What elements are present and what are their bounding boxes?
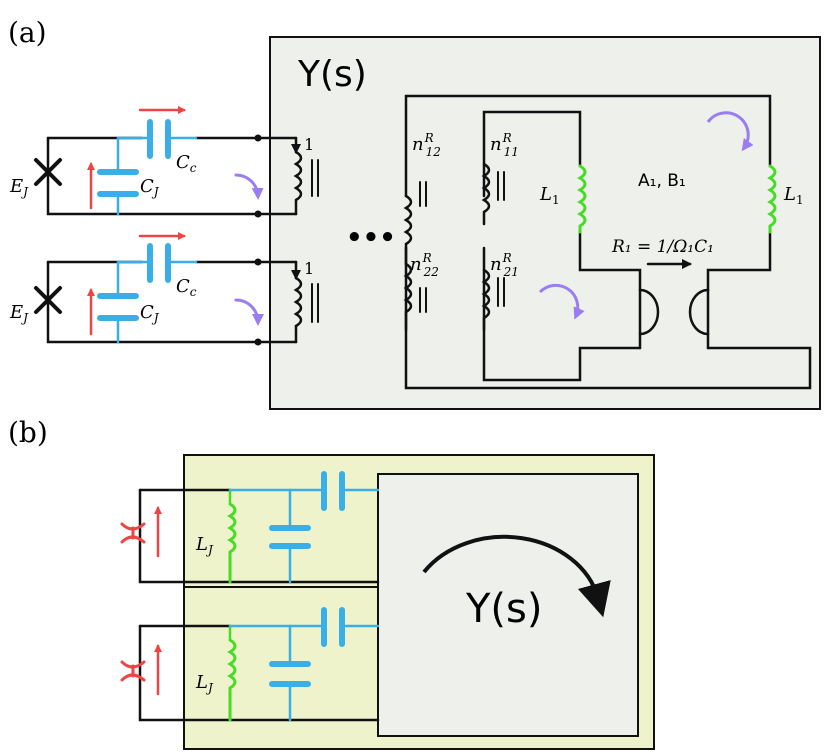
inductor-l1 [577,164,777,234]
admittance-label-a: Y(s) [297,54,367,95]
ellipsis: ••• [346,223,396,253]
big-circulation-arrow [422,534,611,618]
cj-bottom-label: CJ [140,302,160,325]
ej-top-label: EJ [9,176,29,199]
circulation-arrow-inner [538,283,585,320]
ratio-bottom-label: 1 [304,259,314,278]
top-port-circuit [34,106,319,218]
cc-bottom-label: Cc [176,276,197,299]
inner-network [403,94,812,390]
ratio-top-label: 1 [304,135,314,154]
bottom-port-b [120,607,380,722]
panel-b-label: (b) [8,416,48,449]
top-port-b [120,471,380,584]
ej-bottom-label: EJ [9,302,29,325]
circulation-arrow-top-right [706,111,754,152]
cj-top-label: CJ [140,176,160,199]
panel-a-label: (a) [8,16,47,49]
cc-top-label: Cc [176,152,197,175]
a1-b1-label: A₁, B₁ [638,171,686,191]
resistor-label: R₁ = 1/Ω₁C₁ [611,237,714,257]
bottom-port-circuit [34,232,319,346]
admittance-label-b: Y(s) [465,586,542,632]
